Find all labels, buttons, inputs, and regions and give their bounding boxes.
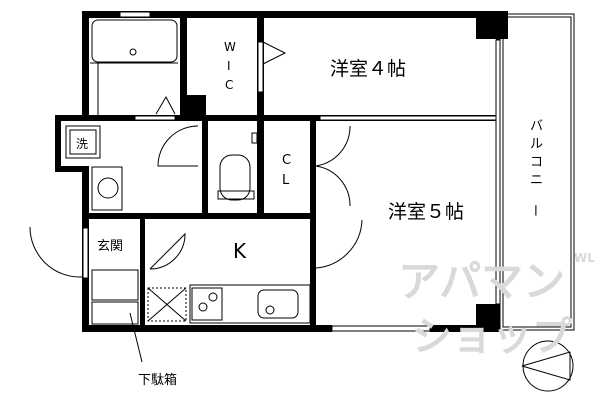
washer-label: 洗: [76, 137, 88, 151]
fridge-space: [147, 287, 187, 322]
room-label-wic: W I C: [224, 40, 236, 92]
svg-text:コ: コ: [530, 155, 543, 170]
svg-text:ー: ー: [527, 204, 542, 217]
balcony-label: バ ル コ ニ ー: [527, 119, 544, 217]
stove: [191, 287, 223, 321]
svg-text:ニ: ニ: [530, 173, 543, 188]
shoe-cabinet: [91, 269, 139, 301]
shoe-cabinet-label: 下駄箱: [138, 372, 177, 388]
svg-text:C: C: [225, 78, 233, 92]
counter: [189, 284, 311, 324]
watermark-line1: アパマン: [398, 257, 565, 306]
sink: [257, 289, 299, 319]
washbasin: [91, 166, 123, 211]
svg-text:L: L: [282, 173, 290, 188]
room-label-western-4: 洋室４帖: [330, 58, 406, 80]
svg-text:ル: ル: [530, 137, 543, 152]
svg-text:バ: バ: [530, 119, 543, 134]
windows: [82, 11, 501, 332]
room-label-closet: C L: [282, 153, 291, 188]
watermark-logo: アパマン ショップ WL: [398, 251, 595, 360]
room-label-kitchen: K: [233, 239, 247, 263]
svg-text:I: I: [227, 59, 231, 73]
svg-text:W: W: [224, 40, 236, 54]
door-swing: [157, 125, 199, 167]
watermark-line2: ショップ: [412, 314, 572, 360]
watermark-small: WL: [574, 251, 595, 265]
room-label-western-5: 洋室５帖: [388, 201, 464, 223]
washer-pan: [65, 125, 101, 159]
toilet: [219, 154, 251, 201]
bathtub: [91, 19, 178, 63]
fixtures: [29, 19, 574, 392]
room-label-entrance: 玄関: [97, 239, 123, 254]
svg-text:C: C: [282, 153, 291, 168]
